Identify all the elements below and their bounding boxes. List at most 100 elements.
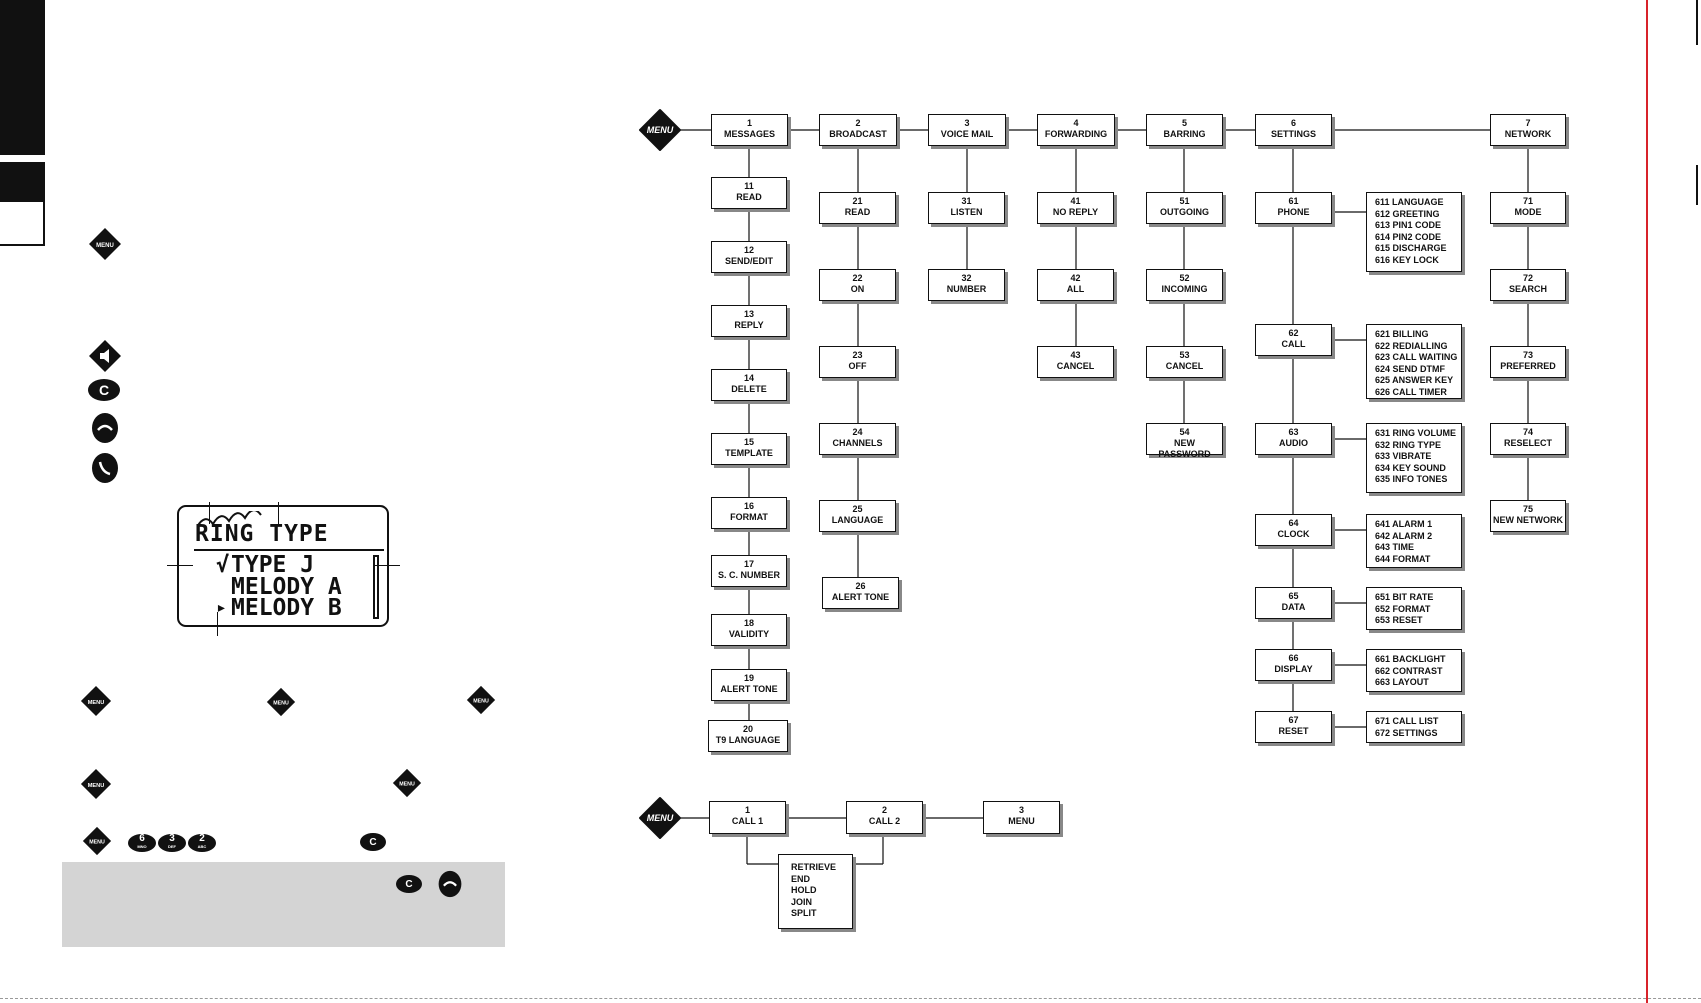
list-item[interactable]: 644 FORMAT <box>1375 553 1431 564</box>
list-item[interactable]: 641 ALARM 1 <box>1375 519 1433 529</box>
lcd-arrow-mark: ▸ <box>216 597 227 618</box>
list-item[interactable]: 614 PIN2 CODE <box>1375 231 1442 242</box>
list-item[interactable]: 663 LAYOUT <box>1375 677 1429 688</box>
list-item[interactable]: SPLIT <box>791 908 817 919</box>
lcd-display: RING TYPE √ TYPE J MELODY A ▸ MELODY B <box>177 505 389 627</box>
list-item[interactable]: 633 VIBRATE <box>1375 451 1432 462</box>
end-call-key-icon <box>92 413 118 443</box>
list-item[interactable]: 653 RESET <box>1375 615 1423 626</box>
list-item[interactable]: 632 RING TYPE <box>1375 439 1442 450</box>
audio-options-list: 631 RING VOLUME 632 RING TYPE 633 VIBRAT… <box>1366 423 1462 493</box>
svg-text:MENU: MENU <box>273 701 289 707</box>
c-key-icon: C <box>360 833 386 851</box>
list-item[interactable]: 622 REDIALLING <box>1375 340 1448 351</box>
svg-text:MENU: MENU <box>89 840 105 846</box>
svg-text:MENU: MENU <box>647 125 674 135</box>
callout-line <box>374 565 400 566</box>
list-item[interactable]: 624 SEND DTMF <box>1375 363 1446 374</box>
list-item[interactable]: RETRIEVE <box>791 862 837 872</box>
phone-options-list: 611 LANGUAGE 612 GREETING 613 PIN1 CODE … <box>1366 192 1462 272</box>
list-item[interactable]: 626 CALL TIMER <box>1375 386 1447 397</box>
list-item[interactable]: 616 KEY LOCK <box>1375 254 1439 265</box>
menu-button-icon: MENU <box>639 797 681 839</box>
callout-line <box>209 502 210 524</box>
list-item[interactable]: 612 GREETING <box>1375 208 1440 219</box>
list-item[interactable]: 642 ALARM 2 <box>1375 530 1433 541</box>
data-options-list: 651 BIT RATE 652 FORMAT 653 RESET <box>1366 587 1462 630</box>
list-item[interactable]: END <box>791 873 811 884</box>
list-item[interactable]: 611 LANGUAGE <box>1375 197 1444 207</box>
send-call-key-icon <box>92 453 118 483</box>
list-item[interactable]: 621 BILLING <box>1375 329 1429 339</box>
list-item[interactable]: 613 PIN1 CODE <box>1375 220 1442 231</box>
list-item[interactable]: HOLD <box>791 885 817 896</box>
list-item[interactable]: 625 ANSWER KEY <box>1375 375 1454 386</box>
list-item[interactable]: JOIN <box>791 896 813 907</box>
list-item[interactable]: 661 BACKLIGHT <box>1375 654 1446 664</box>
list-item[interactable]: 662 CONTRAST <box>1375 665 1443 676</box>
list-item[interactable]: 671 CALL LIST <box>1375 716 1439 726</box>
list-item[interactable]: 615 DISCHARGE <box>1375 243 1447 254</box>
list-item[interactable]: 651 BIT RATE <box>1375 592 1434 602</box>
list-item[interactable]: 631 RING VOLUME <box>1375 428 1457 438</box>
list-item[interactable]: 623 CALL WAITING <box>1375 352 1458 363</box>
callout-line <box>167 565 193 566</box>
list-item[interactable]: 643 TIME <box>1375 542 1415 553</box>
list-item[interactable]: 635 INFO TONES <box>1375 474 1448 485</box>
section-tab-black-small <box>0 162 45 202</box>
list-item[interactable]: 634 KEY SOUND <box>1375 462 1446 473</box>
list-item[interactable]: 672 SETTINGS <box>1375 727 1438 738</box>
callout-line <box>278 502 279 524</box>
list-item[interactable]: 652 FORMAT <box>1375 603 1431 614</box>
lcd-title: RING TYPE <box>195 521 329 547</box>
